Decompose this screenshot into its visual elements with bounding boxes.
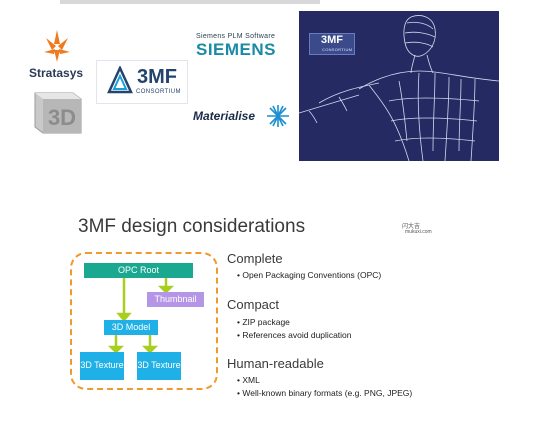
materialise-label: Materialise (193, 109, 256, 123)
materialise-starburst-icon (267, 105, 289, 127)
3d-model-node: 3D Model (104, 320, 158, 335)
watermark-line2: mukuxi.com (405, 229, 432, 235)
stratasys-label: Stratasys (29, 66, 84, 80)
bullet-item: • ZIP package (237, 317, 290, 327)
watermark-line1: 闪大吉 (402, 224, 421, 230)
siemens-plm-label: Siemens PLM Software (196, 33, 276, 40)
bullet-item: • References avoid duplication (237, 330, 352, 340)
top-fragment-bar (60, 0, 320, 4)
panel-3mf-text: 3MF (321, 34, 343, 46)
stratasys-logo-icon (44, 30, 70, 62)
3d-systems-logo-icon: 3D (34, 92, 82, 134)
section-heading-compact: Compact (227, 297, 280, 312)
3mf-triangle-icon (107, 66, 133, 94)
package-dashed-border (70, 252, 218, 390)
wireframe-human-figure-icon (299, 15, 499, 161)
opc-root-node: OPC Root (84, 263, 193, 278)
section-heading-human-readable: Human-readable (227, 356, 324, 371)
bullet-item: • Well-known binary formats (e.g. PNG, J… (237, 388, 413, 398)
panel-consortium-text: CONSORTIUM (322, 47, 353, 52)
section-heading-complete: Complete (227, 251, 283, 266)
bullet-item: • Open Packaging Conventions (OPC) (237, 270, 382, 280)
panel-3mf-logo (309, 33, 355, 55)
bullet-item: • XML (237, 375, 260, 385)
3mf-logo-box (96, 60, 188, 104)
diagram-arrows (107, 278, 175, 354)
3mf-logo-text: 3MF (137, 66, 177, 88)
svg-text:3D: 3D (48, 105, 76, 130)
3mf-consortium-text: CONSORTIUM (136, 89, 181, 95)
siemens-label: SIEMENS (196, 40, 277, 59)
slide-title: 3MF design considerations (78, 216, 306, 237)
3d-texture-node-1: 3D Texture (80, 352, 124, 380)
thumbnail-node: Thumbnail (147, 292, 204, 307)
3d-texture-node-2: 3D Texture (137, 352, 181, 380)
